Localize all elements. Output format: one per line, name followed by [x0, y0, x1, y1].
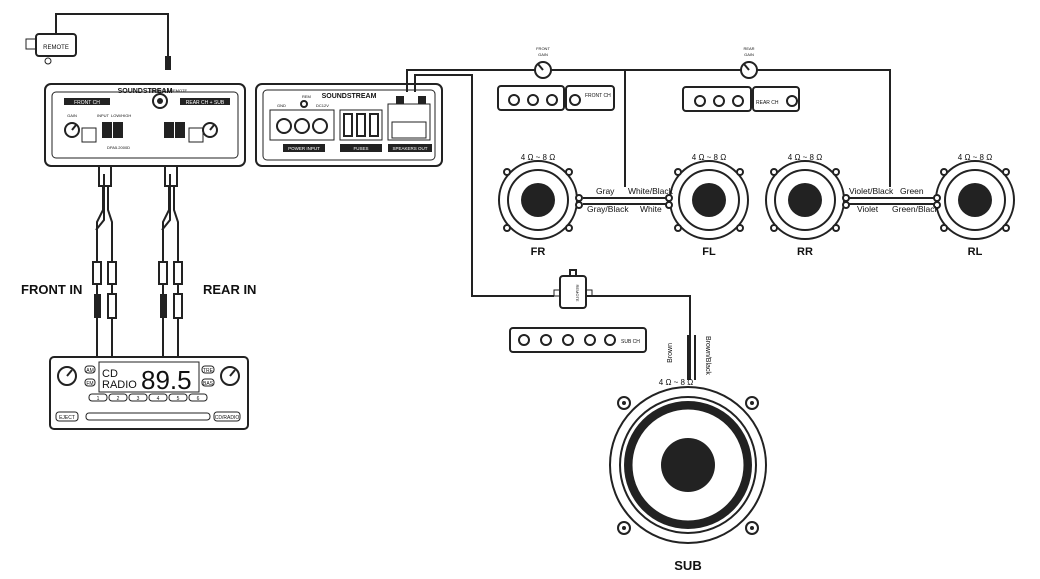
- sub-panel-label: SUB CH: [621, 339, 640, 345]
- speaker-fl-label: FL: [702, 246, 716, 258]
- wire-brown-black: Brown/Black: [704, 336, 711, 375]
- speaker-fr-impedance: 4 Ω ~ 8 Ω: [521, 153, 555, 162]
- speaker-rl: 4 Ω ~ 8 Ω RL: [933, 153, 1015, 258]
- amp1-front-label: FRONT CH: [74, 100, 100, 106]
- wire-gray: Gray: [596, 186, 615, 196]
- radio-bas-button: BAS: [203, 381, 214, 387]
- speaker-sub-label: SUB: [674, 558, 701, 573]
- wire-green: Green: [900, 186, 924, 196]
- speaker-fl: 4 Ω ~ 8 Ω FL: [665, 153, 749, 258]
- front-panel-label: FRONT CH: [585, 93, 611, 99]
- front-in-label: FRONT IN: [21, 282, 82, 297]
- radio-eject-button: EJECT: [59, 415, 75, 421]
- speaker-wiring: [406, 69, 942, 380]
- amplifier-rear-panel: SOUNDSTREAM REM GND DC12V POWER INPUT FU…: [255, 83, 443, 167]
- preset-6: 6: [197, 396, 200, 402]
- rear-gain-control: REAR GAIN REAR CH: [682, 46, 800, 112]
- front-gain-control: FRONT GAIN FRONT CH: [497, 46, 615, 111]
- preset-5: 5: [177, 396, 180, 402]
- head-unit: AM FM CD RADIO 89.5 TRE BAS 1 2 3 4 5 6 …: [49, 356, 249, 430]
- wire-white: White: [640, 204, 662, 214]
- amp1-lohi-label: LOW/HIGH: [111, 113, 131, 118]
- amp2-gnd-label: GND: [277, 103, 286, 108]
- wire-gray-black: Gray/Black: [587, 204, 629, 214]
- amp1-gain-label: GAIN: [67, 113, 77, 118]
- rear-knob-gain: GAIN: [744, 52, 754, 57]
- rear-knob-label: REAR: [743, 46, 754, 51]
- speaker-fl-impedance: 4 Ω ~ 8 Ω: [692, 153, 726, 162]
- speaker-rr: 4 Ω ~ 8 Ω RR: [765, 153, 850, 258]
- rear-in-label: REAR IN: [203, 282, 256, 297]
- radio-presets: 1 2 3 4 5 6: [88, 393, 208, 402]
- radio-radio-label: RADIO: [102, 379, 137, 391]
- speaker-fr: 4 Ω ~ 8 Ω FR: [498, 153, 583, 258]
- amp1-rear-label: REAR CH + SUB: [186, 100, 225, 106]
- radio-cd-radio-button: CD/RADIO: [215, 415, 240, 421]
- front-knob-gain: GAIN: [538, 52, 548, 57]
- amp2-brand: SOUNDSTREAM: [322, 93, 377, 100]
- wire-green-black: Green/Black: [892, 204, 940, 214]
- cd-slot: [85, 412, 211, 421]
- sub-remote-label: REMOTE: [575, 284, 580, 301]
- speaker-rl-label: RL: [968, 246, 983, 258]
- wire-labels: Gray Gray/Black White/Black White Violet…: [587, 186, 940, 375]
- speaker-rr-impedance: 4 Ω ~ 8 Ω: [788, 153, 822, 162]
- radio-cd-label: CD: [102, 368, 118, 380]
- preset-2: 2: [117, 396, 120, 402]
- radio-fm-button: FM: [86, 381, 93, 387]
- remote-module: REMOTE: [25, 13, 171, 70]
- rear-panel-label: REAR CH: [756, 100, 779, 106]
- speaker-sub: 4 Ω ~ 8 Ω SUB: [609, 378, 767, 573]
- wire-white-black: White/Black: [628, 186, 674, 196]
- speaker-fr-label: FR: [531, 246, 546, 258]
- amp1-brand: SOUNDSTREAM: [118, 88, 173, 95]
- radio-am-button: AM: [86, 368, 94, 374]
- speaker-rl-impedance: 4 Ω ~ 8 Ω: [958, 153, 992, 162]
- wire-violet-black: Violet/Black: [849, 186, 894, 196]
- amp2-speakers-label: SPEAKERS OUT: [392, 146, 427, 151]
- speaker-rr-label: RR: [797, 246, 813, 258]
- amp2-rem-label: REM: [302, 94, 311, 99]
- radio-frequency: 89.5: [141, 365, 192, 395]
- speaker-sub-impedance: 4 Ω ~ 8 Ω: [659, 378, 693, 387]
- wire-violet: Violet: [857, 204, 879, 214]
- amplifier-dpa: SOUNDSTREAM FRONT CH REAR CH + SUB SUBDS…: [44, 83, 246, 167]
- preset-4: 4: [157, 396, 160, 402]
- amp1-model: DPA5.2000D: [107, 145, 130, 150]
- front-knob-label: FRONT: [536, 46, 550, 51]
- amp1-input-label: INPUT: [97, 113, 110, 118]
- amp1-subdss-label: SUBDSS • REMOTE: [150, 88, 188, 93]
- preset-1: 1: [97, 396, 100, 402]
- amp2-fuses-label: FUSES: [353, 146, 368, 151]
- rca-cables: [92, 165, 183, 357]
- amp2-dc-label: DC12V: [316, 103, 329, 108]
- amp2-power-label: POWER INPUT: [288, 146, 320, 151]
- wire-brown: Brown: [667, 343, 674, 363]
- radio-tre-button: TRE: [203, 368, 214, 374]
- preset-3: 3: [137, 396, 140, 402]
- remote-label: REMOTE: [43, 45, 69, 51]
- sub-remote-control: REMOTE SUB CH: [509, 269, 647, 353]
